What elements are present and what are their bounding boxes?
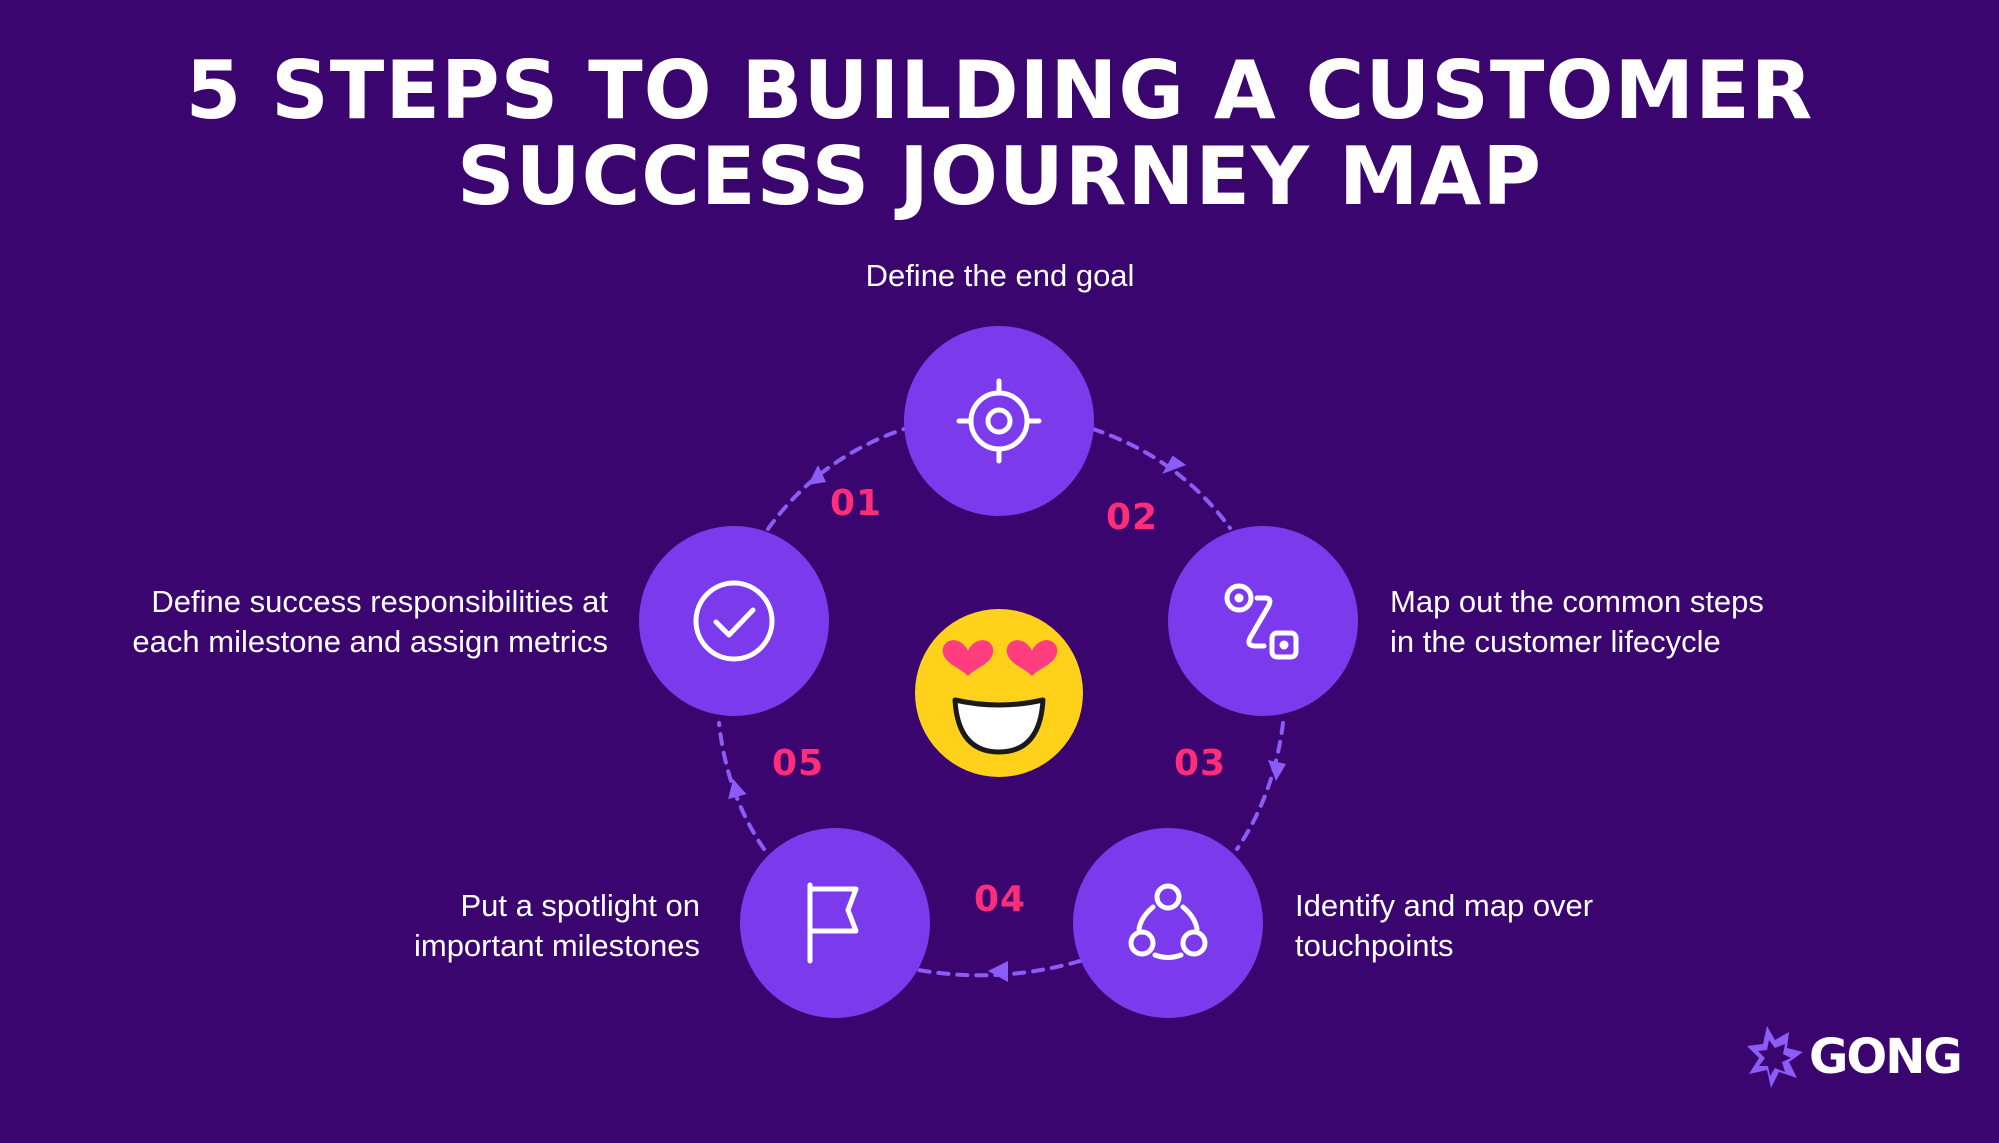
step-5-number: 05 [771,743,825,784]
step-2-number: 02 [1105,497,1159,538]
step-2-text-line-1: Map out the common steps [1390,584,1764,619]
step-5-circle[interactable] [639,526,829,716]
connector-4-5 [717,721,766,851]
brand-logo: GONG [1745,1022,1963,1092]
step-4-text-line-2: important milestones [413,928,700,963]
arrow-1-2 [1162,455,1187,474]
step-5-text: Define success responsibilities at each … [40,582,608,662]
title-line-1: 5 STEPS TO BUILDING A CUSTOMER [185,44,1814,137]
step-3-text: Identify and map over touchpoints [1295,886,1755,966]
step-5-text-line-1: Define success responsibilities at [151,584,608,619]
path-steps-icon [1224,583,1299,660]
step-5-text-line-2: each milestone and assign metrics [132,624,608,659]
connector-arrows [728,455,1286,982]
step-3-number: 03 [1173,743,1227,784]
title-line-2: SUCCESS JOURNEY MAP [456,130,1542,223]
step-1-number: 01 [829,483,883,524]
check-circle-icon [693,580,775,662]
connector-2-3 [1235,721,1285,851]
target-icon [956,378,1042,464]
network-nodes-icon [1128,883,1208,960]
step-2-circle[interactable] [1168,526,1358,716]
step-3-text-line-2: touchpoints [1295,928,1454,963]
brand-name: GONG [1809,1029,1963,1085]
step-2-text-line-2: in the customer lifecycle [1390,624,1721,659]
page-title: 5 STEPS TO BUILDING A CUSTOMER SUCCESS J… [0,48,1999,220]
heart-eyes-emoji-icon [915,609,1083,777]
step-1-text-line-1: Define the end goal [865,258,1135,293]
step-2-text: Map out the common steps in the customer… [1390,582,1850,662]
arrow-2-3 [1268,760,1286,781]
gong-burst-logo-icon [1747,1026,1803,1088]
step-4-text-line-1: Put a spotlight on [460,888,700,923]
step-4-number: 04 [973,879,1027,920]
arrow-5-1 [808,465,826,485]
connector-5-1 [766,427,906,531]
step-1-text: Define the end goal [750,256,1250,296]
flag-icon [807,882,859,964]
step-1-circle[interactable] [904,326,1094,516]
step-3-circle[interactable] [1073,828,1263,1018]
arrow-4-5 [728,779,747,800]
step-4-text: Put a spotlight on important milestones [240,886,700,966]
step-4-circle[interactable] [740,828,930,1018]
step-3-text-line-1: Identify and map over [1295,888,1594,923]
arrow-3-4 [988,961,1008,982]
